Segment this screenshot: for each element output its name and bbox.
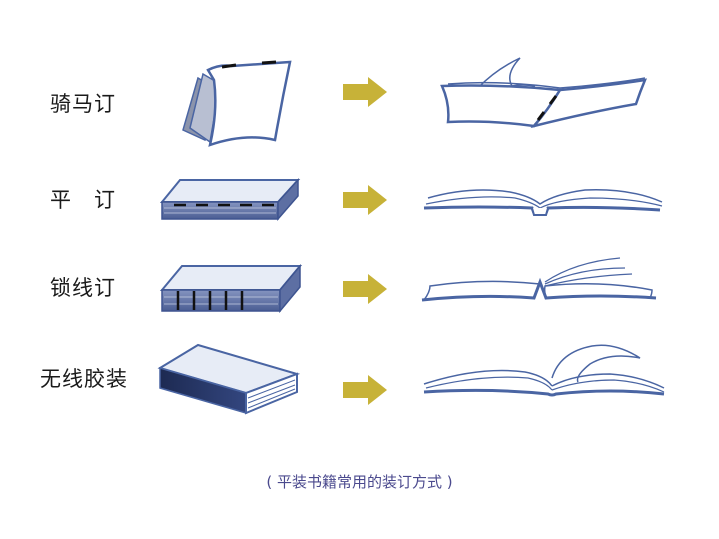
right-arrow-icon [343,185,387,215]
thread-sewn-closed-book [159,263,303,314]
thread-sewn-open-book [421,257,657,302]
right-arrow-icon [343,77,387,107]
row-label-saddle-stitch: 骑马订 [50,92,116,116]
row-label-thread-sewn: 锁线订 [50,276,116,300]
perfect-binding-closed-book [157,343,301,415]
saddle-stitch-open-booklet [440,57,648,129]
flat-stitch-closed-book [159,178,301,222]
right-arrow-icon [343,375,387,405]
row-label-flat-stitch: 平 订 [50,188,116,212]
figure-caption: ( 平装书籍常用的装订方式 ) [266,473,453,491]
right-arrow-icon [343,274,387,304]
saddle-stitch-closed-booklet [182,60,292,147]
flat-stitch-open-book [423,189,663,216]
perfect-binding-open-book [423,344,665,397]
row-label-perfect-binding: 无线胶装 [40,367,128,391]
